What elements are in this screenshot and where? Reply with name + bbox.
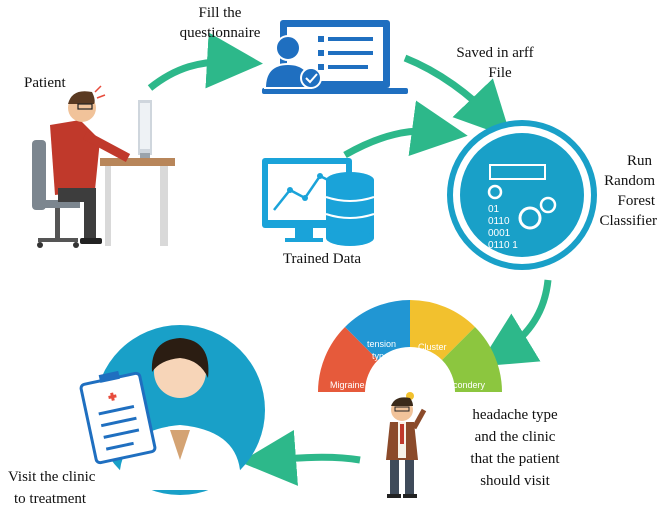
label-result-2: and the clinic xyxy=(474,429,556,445)
label-fill-questionnaire-1: Fill the xyxy=(198,5,242,21)
gauge-label-tension-2: type xyxy=(372,351,389,361)
label-visit-1: Visit the clinic xyxy=(8,469,96,485)
label-run-2: Random xyxy=(604,173,655,189)
label-result-4: should visit xyxy=(480,473,550,489)
trained-data-icon xyxy=(262,158,375,246)
gauge-label-migraine: Migraine xyxy=(330,380,365,390)
label-run-3: Forest xyxy=(617,193,656,209)
label-result-1: headache type xyxy=(472,407,558,423)
label-result-3: that the patient xyxy=(470,451,560,467)
binary-line-3: 0001 xyxy=(488,228,511,239)
arrow-patient-to-questionnaire xyxy=(147,32,263,91)
arrow-classifier-to-result xyxy=(478,279,552,367)
arrow-trained-to-classifier xyxy=(343,100,468,159)
gauge-label-cluster: Cluster xyxy=(418,342,447,352)
label-run-1: Run xyxy=(626,153,652,169)
gauge-label-tension-1: tension xyxy=(367,339,396,349)
headache-type-gauge xyxy=(318,300,502,392)
gauge-label-secondary: Secondery xyxy=(442,380,486,390)
label-fill-questionnaire-2: questionnaire xyxy=(179,25,261,41)
classifier-icon xyxy=(447,120,597,270)
gauge-segment-secondary xyxy=(442,327,502,392)
gauge-segment-migraine xyxy=(318,327,378,392)
label-trained-data: Trained Data xyxy=(282,251,362,267)
label-saved-arff-1: Saved in arff xyxy=(456,45,534,61)
gauge-segment-tension xyxy=(345,300,410,360)
questionnaire-laptop-icon xyxy=(262,20,408,94)
binary-line-4: 0110 1 xyxy=(488,240,518,251)
label-saved-arff-2: File xyxy=(488,65,512,81)
label-run-4: Classifier xyxy=(599,213,658,229)
label-patient: Patient xyxy=(24,75,66,91)
doctor-icon xyxy=(79,325,265,495)
binary-line-2: 0110 xyxy=(488,216,510,227)
gauge-segment-cluster xyxy=(410,300,475,360)
label-visit-2: to treatment xyxy=(14,491,87,507)
arrow-result-to-clinic xyxy=(240,430,361,486)
patient-at-desk-icon xyxy=(32,85,175,248)
binary-line-1: 01 xyxy=(488,204,500,215)
arrow-questionnaire-to-classifier xyxy=(403,54,512,139)
thinking-person-icon xyxy=(386,392,427,498)
